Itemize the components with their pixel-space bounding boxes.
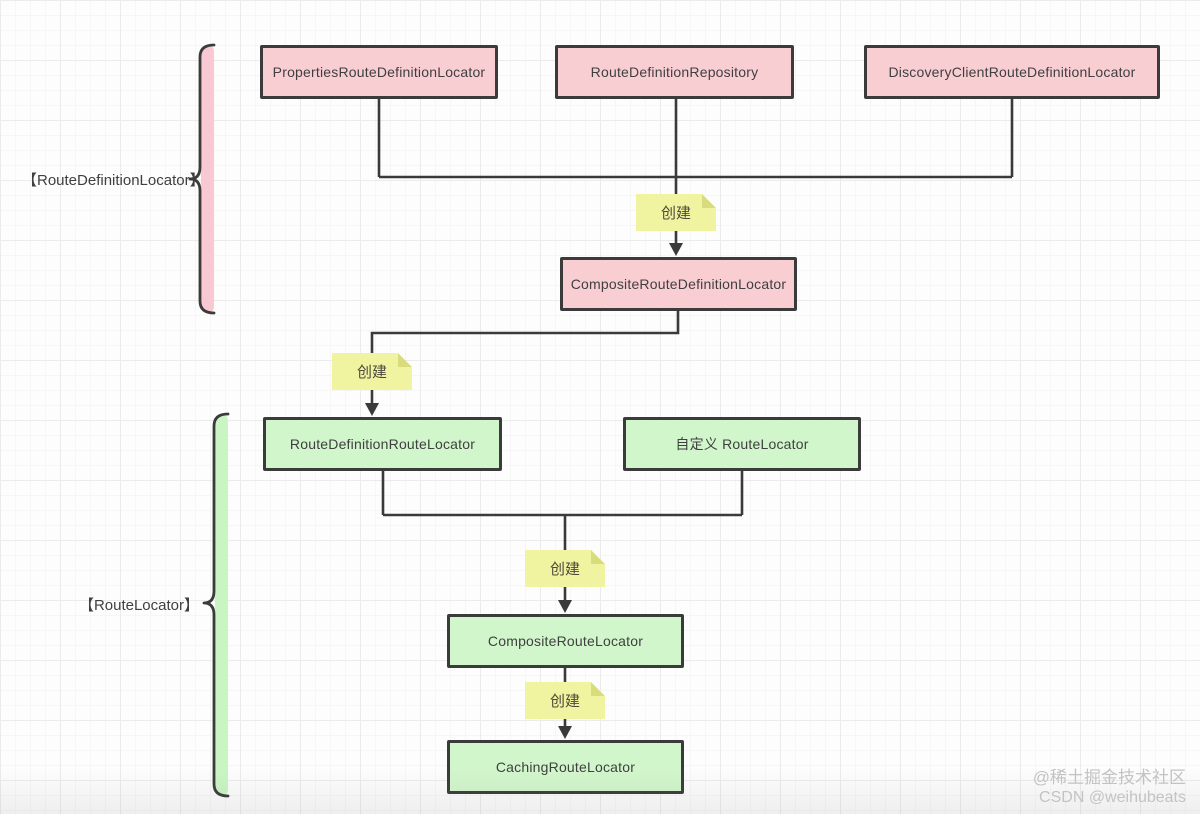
group-label-route-definition-locator: 【RouteDefinitionLocator】 — [22, 172, 205, 189]
brace-outline — [188, 43, 216, 315]
arrowhead-definition-route — [365, 403, 379, 416]
brace-route-definition-locator — [188, 43, 216, 315]
brace-bar — [215, 414, 228, 796]
node-label: RouteDefinitionRouteLocator — [289, 436, 476, 452]
note-create-2: 创建 — [332, 353, 412, 390]
node-label: CachingRouteLocator — [495, 759, 636, 775]
brace-route-locator — [202, 412, 230, 798]
node-label: RouteDefinitionRepository — [590, 64, 759, 80]
node-properties-route-definition-locator: PropertiesRouteDefinitionLocator — [260, 45, 498, 99]
note-create-3-label: 创建 — [549, 561, 580, 578]
brace-bar — [201, 45, 214, 313]
note-create-1: 创建 — [636, 194, 716, 231]
node-label: PropertiesRouteDefinitionLocator — [272, 64, 486, 80]
note-create-1-label: 创建 — [660, 205, 691, 222]
note-create-4: 创建 — [525, 682, 605, 719]
node-label: DiscoveryClientRouteDefinitionLocator — [888, 64, 1136, 80]
node-caching-route-locator: CachingRouteLocator — [447, 740, 684, 794]
node-label: CompositeRouteDefinitionLocator — [570, 276, 787, 292]
node-composite-route-definition-locator: CompositeRouteDefinitionLocator — [560, 257, 797, 311]
node-custom-route-locator: 自定义 RouteLocator — [623, 417, 861, 471]
arrowhead-caching-route — [558, 726, 572, 739]
node-label: 自定义 RouteLocator — [675, 436, 809, 452]
watermark-line2: CSDN @weihubeats — [1039, 789, 1186, 806]
node-route-definition-route-locator: RouteDefinitionRouteLocator — [263, 417, 502, 471]
note-create-4-label: 创建 — [549, 693, 580, 710]
node-label: CompositeRouteLocator — [487, 633, 644, 649]
watermark-line1: @稀土掘金技术社区 — [1032, 767, 1186, 787]
node-composite-route-locator: CompositeRouteLocator — [447, 614, 684, 668]
watermark: @稀土掘金技术社区 CSDN @weihubeats — [1033, 767, 1186, 808]
group-label-route-locator: 【RouteLocator】 — [78, 597, 199, 614]
brace-outline — [202, 412, 230, 798]
arrowhead-composite-definition — [669, 243, 683, 256]
note-create-2-label: 创建 — [356, 364, 387, 381]
note-create-3: 创建 — [525, 550, 605, 587]
node-discovery-client-route-definition-locator: DiscoveryClientRouteDefinitionLocator — [864, 45, 1160, 99]
connector-to-definition-route — [370, 311, 680, 405]
node-route-definition-repository: RouteDefinitionRepository — [555, 45, 794, 99]
arrowhead-composite-route — [558, 600, 572, 613]
